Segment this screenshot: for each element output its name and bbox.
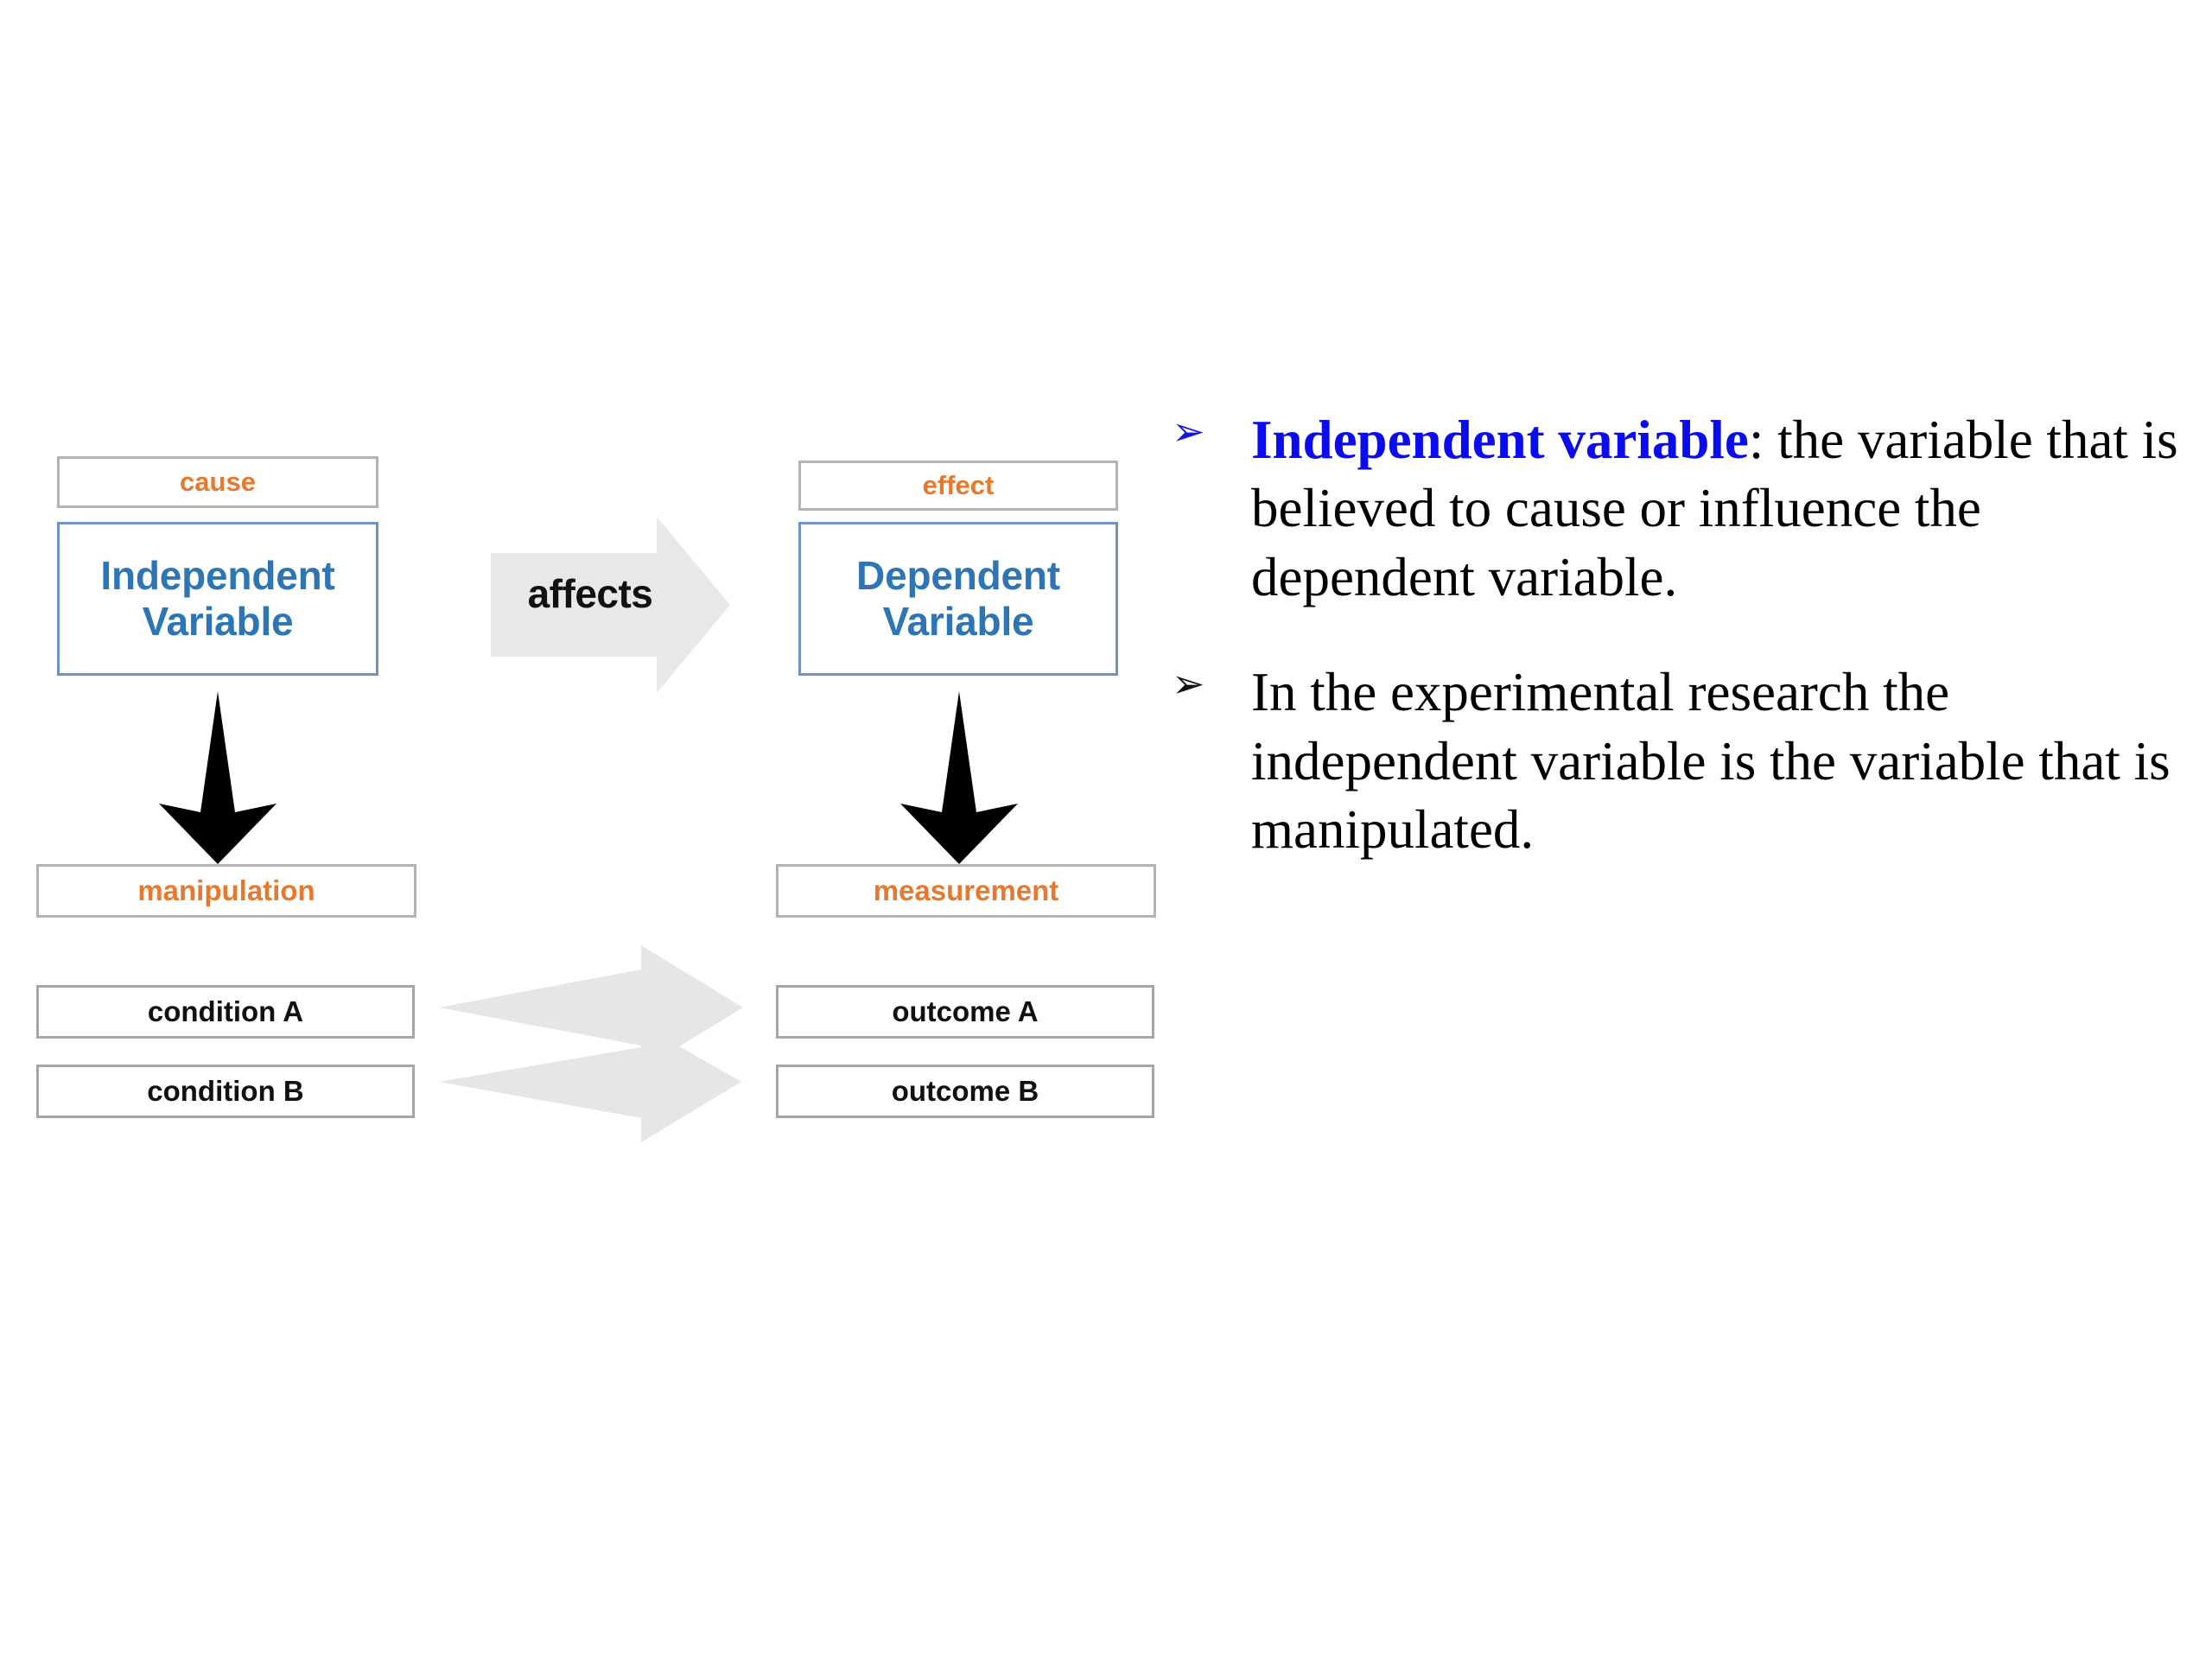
independent-variable-line-1: Independent — [100, 553, 335, 599]
manipulation-down-arrow-icon — [159, 691, 276, 864]
effect-label-box: effect — [798, 461, 1118, 511]
condition-a-box: condition A — [36, 985, 415, 1039]
diagram-arrow-layer — [159, 517, 1018, 1142]
manipulation-label-text: manipulation — [137, 874, 315, 907]
outcome-a-text: outcome A — [892, 995, 1039, 1028]
bullet-arrow-icon: ➢ — [1172, 660, 1205, 708]
effect-label-text: effect — [922, 470, 995, 501]
dependent-variable-line-1: Dependent — [856, 553, 1060, 599]
dependent-variable-text: Dependent Variable — [856, 553, 1060, 645]
affects-label: affects — [527, 571, 653, 616]
manipulation-label-box: manipulation — [36, 864, 416, 918]
condition-a-text: condition A — [147, 995, 304, 1028]
measurement-label-text: measurement — [873, 874, 1059, 907]
bullet-item-experimental-research: ➢ In the experimental research the indep… — [1172, 658, 2200, 864]
condition-b-to-outcome-b-arrow-icon — [439, 1025, 741, 1142]
bullet-text-independent-variable: : the variable that is believed to cause… — [1251, 410, 2178, 607]
independent-variable-text: Independent Variable — [100, 553, 334, 645]
bullet-text-experimental-research: In the experimental research the indepen… — [1251, 662, 2171, 860]
dependent-variable-box: Dependent Variable — [798, 522, 1118, 676]
bullet-arrow-icon: ➢ — [1172, 408, 1205, 454]
outcome-b-text: outcome B — [891, 1075, 1039, 1108]
cause-label-text: cause — [180, 467, 256, 498]
outcome-a-box: outcome A — [776, 985, 1154, 1039]
bullet-item-independent-variable: ➢ Independent variable: the variable tha… — [1172, 406, 2200, 612]
dependent-variable-line-2: Variable — [882, 599, 1034, 644]
measurement-down-arrow-icon — [900, 691, 1018, 864]
outcome-b-box: outcome B — [776, 1065, 1154, 1118]
bullet-list: ➢ Independent variable: the variable tha… — [1172, 406, 2200, 864]
bullet-term-independent-variable: Independent variable — [1251, 410, 1749, 470]
condition-b-text: condition B — [147, 1075, 304, 1108]
measurement-label-box: measurement — [776, 864, 1156, 918]
condition-a-to-outcome-a-arrow-icon — [439, 945, 743, 1070]
condition-b-box: condition B — [36, 1065, 415, 1118]
cause-effect-diagram: affects cause Independent Variable manip… — [36, 456, 1156, 1142]
independent-variable-box: Independent Variable — [57, 522, 378, 676]
cause-label-box: cause — [57, 456, 378, 508]
independent-variable-line-2: Variable — [142, 599, 294, 644]
